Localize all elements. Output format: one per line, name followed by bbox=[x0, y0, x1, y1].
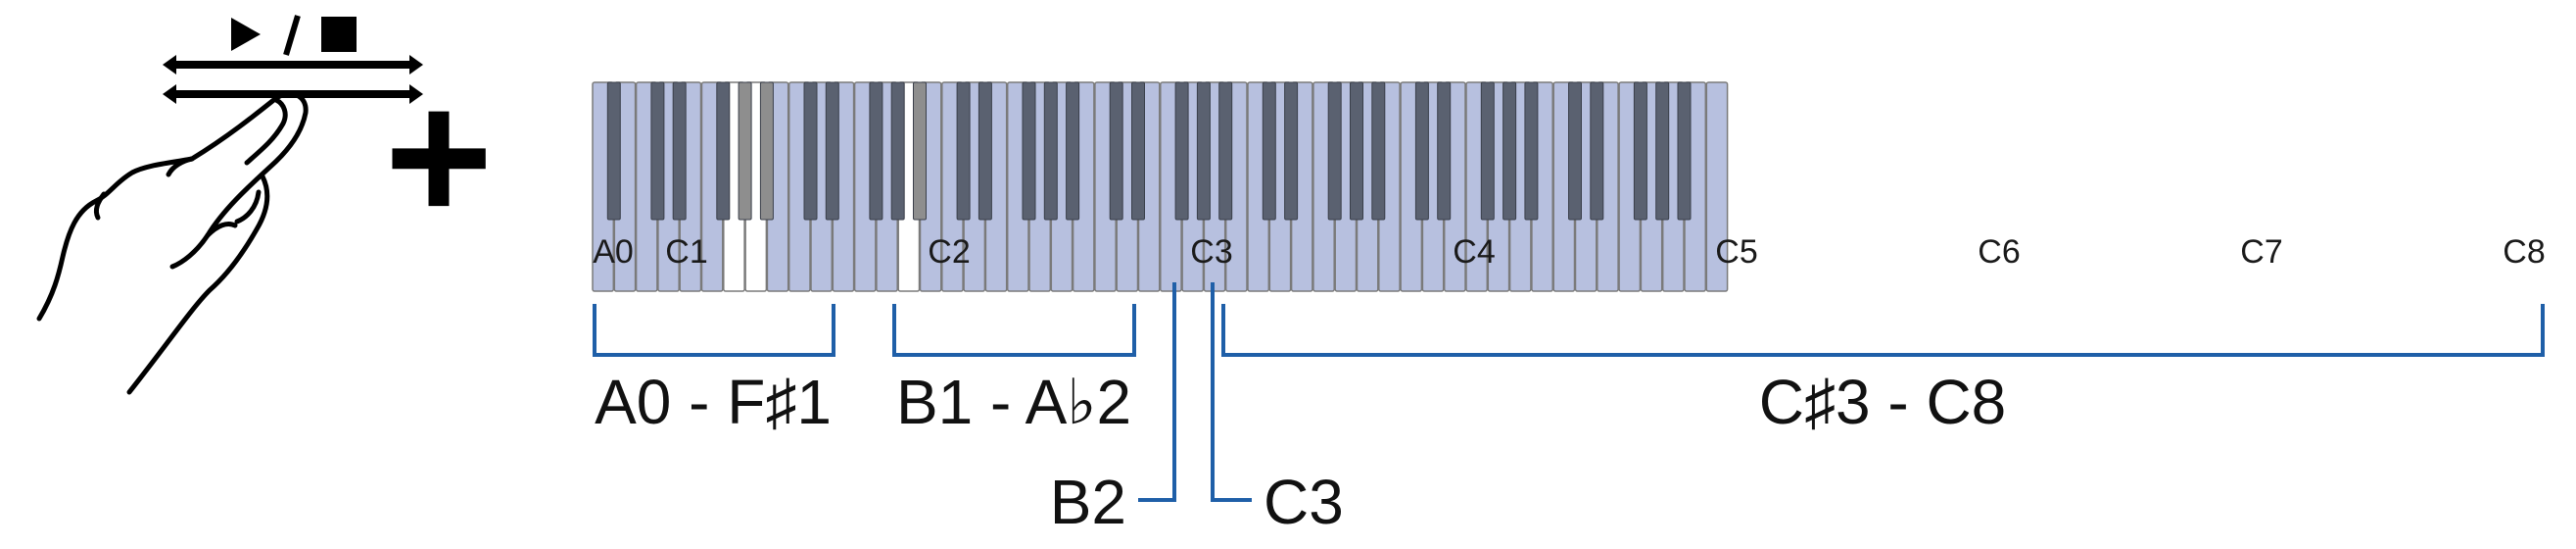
slash-icon bbox=[283, 15, 301, 56]
range-brackets bbox=[593, 282, 2545, 502]
button-bottom-bar-left-arrow bbox=[163, 84, 176, 104]
black-key-dsharp6 bbox=[1437, 81, 1452, 221]
leader-c3 bbox=[1211, 282, 1252, 502]
range-label-a0-fsharp1: A0 - F♯1 bbox=[595, 367, 832, 437]
white-key-c8 bbox=[1705, 81, 1729, 292]
play-icon bbox=[231, 18, 261, 51]
key-label-a0: A0 bbox=[593, 233, 634, 271]
black-key-fsharp7 bbox=[1633, 81, 1647, 221]
button-top-bar-left-arrow bbox=[163, 55, 176, 75]
black-key-asharp5 bbox=[1371, 81, 1386, 221]
button-top-bar bbox=[176, 61, 409, 69]
black-key-csharp7 bbox=[1568, 81, 1582, 221]
key-label-c3: C3 bbox=[1190, 233, 1232, 271]
black-key-asharp1 bbox=[759, 81, 774, 221]
black-key-csharp4 bbox=[1109, 81, 1123, 221]
button-bottom-bar-right-arrow bbox=[409, 84, 423, 104]
key-labels: A0 C1 C2 C3 C4 C5 C6 C7 C8 bbox=[593, 233, 2546, 271]
stop-icon bbox=[321, 17, 357, 52]
black-key-csharp5 bbox=[1262, 81, 1276, 221]
black-key-gsharp4 bbox=[1196, 81, 1211, 221]
black-key-csharp1 bbox=[650, 81, 665, 221]
black-keys bbox=[606, 81, 1692, 221]
key-label-c8: C8 bbox=[2503, 233, 2545, 271]
button-top-bar-right-arrow bbox=[409, 55, 423, 75]
key-label-c2: C2 bbox=[928, 233, 970, 271]
piano-keyboard: A0 C1 C2 C3 C4 C5 C6 C7 C8 bbox=[592, 81, 2546, 292]
black-key-gsharp7 bbox=[1655, 81, 1670, 221]
black-key-asharp2 bbox=[913, 81, 927, 221]
black-key-fsharp6 bbox=[1480, 81, 1495, 221]
bracket-a0-fsharp1 bbox=[593, 304, 835, 357]
black-key-dsharp4 bbox=[1131, 81, 1145, 221]
range-label-csharp3-c8: C♯3 - C8 bbox=[1759, 367, 2007, 437]
key-label-c4: C4 bbox=[1453, 233, 1495, 271]
black-key-gsharp6 bbox=[1503, 81, 1517, 221]
range-label-b1-aflat2: B1 - A♭2 bbox=[896, 367, 1131, 437]
black-key-gsharp3 bbox=[1043, 81, 1058, 221]
black-key-gsharp1 bbox=[738, 81, 752, 221]
key-label-c5: C5 bbox=[1715, 233, 1757, 271]
bracket-csharp3-c8 bbox=[1221, 304, 2545, 357]
key-label-c7: C7 bbox=[2240, 233, 2282, 271]
black-key-csharp2 bbox=[803, 81, 818, 221]
key-label-c1: C1 bbox=[665, 233, 707, 271]
black-key-gsharp2 bbox=[890, 81, 905, 221]
black-key-gsharp5 bbox=[1350, 81, 1363, 221]
single-key-label-c3: C3 bbox=[1264, 467, 1344, 537]
black-key-asharp7 bbox=[1677, 81, 1692, 221]
black-key-fsharp2 bbox=[869, 81, 883, 221]
leader-b2 bbox=[1138, 282, 1176, 502]
plus-sign: + bbox=[385, 53, 494, 261]
black-key-dsharp2 bbox=[825, 81, 839, 221]
black-key-fsharp5 bbox=[1327, 81, 1342, 221]
black-key-fsharp3 bbox=[1022, 81, 1036, 221]
black-key-asharp3 bbox=[1066, 81, 1080, 221]
black-key-asharp6 bbox=[1524, 81, 1539, 221]
single-key-label-b2: B2 bbox=[1050, 467, 1126, 537]
black-key-dsharp5 bbox=[1284, 81, 1299, 221]
hand-icon bbox=[36, 91, 309, 395]
black-key-dsharp1 bbox=[672, 81, 687, 221]
black-key-fsharp4 bbox=[1174, 81, 1189, 221]
black-key-asharp0 bbox=[606, 81, 621, 221]
black-key-csharp6 bbox=[1414, 81, 1429, 221]
black-key-csharp3 bbox=[956, 81, 971, 221]
black-key-fsharp1 bbox=[716, 81, 731, 221]
black-key-asharp4 bbox=[1218, 81, 1233, 221]
key-label-c6: C6 bbox=[1978, 233, 2020, 271]
black-key-dsharp3 bbox=[978, 81, 992, 221]
bracket-b1-aflat2 bbox=[892, 304, 1136, 357]
black-key-dsharp7 bbox=[1590, 81, 1604, 221]
